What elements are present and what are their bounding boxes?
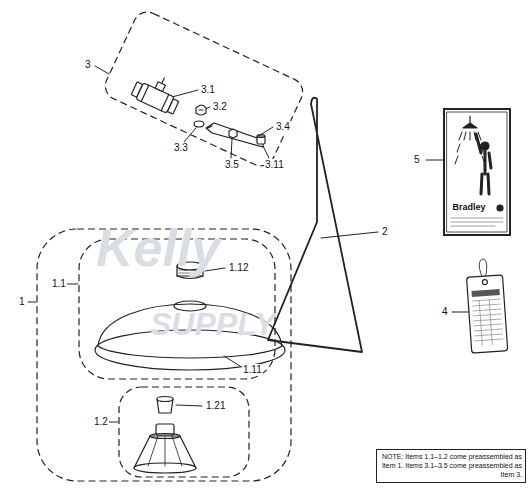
callout-number: 3	[84, 59, 92, 71]
text-anchor: 4	[441, 306, 449, 318]
text-anchor: 1.1	[51, 278, 67, 290]
note-text: NOTE: Items 1.1–1.2 come preassembled as…	[380, 452, 522, 479]
callout-number: 4	[441, 306, 449, 318]
pull-rod	[268, 98, 362, 352]
text-anchor: 2	[381, 226, 389, 238]
safety-sign	[447, 112, 507, 232]
callout-number: 1.11	[242, 364, 263, 376]
bracket	[206, 123, 263, 147]
note-box: NOTE: Items 1.1–1.2 come preassembled as…	[376, 449, 526, 483]
callout-number: 1.2	[93, 416, 109, 428]
text-anchor: 3.11	[264, 159, 285, 171]
watermark: Kelly	[96, 222, 220, 274]
callout-number: 3.4	[275, 121, 291, 133]
callout-number: 3.3	[173, 142, 189, 154]
text-anchor: Kelly	[96, 222, 220, 274]
text-anchor: 1	[18, 296, 26, 308]
callout-number: 1.21	[205, 400, 226, 412]
brand-name: Bradley	[443, 202, 495, 213]
group-outline	[119, 387, 249, 477]
text-anchor: 1.2	[93, 416, 109, 428]
callout-number: 1	[18, 296, 26, 308]
o-ring	[194, 121, 204, 127]
text-anchor: NOTE: Items 1.1–1.2 come preassembled as…	[380, 452, 522, 479]
group-outline	[101, 8, 307, 171]
node-outline	[118, 386, 250, 478]
nut	[229, 129, 237, 138]
text-anchor: 3.5	[224, 159, 240, 171]
text-anchor: 3.4	[275, 121, 291, 133]
shower-head	[134, 424, 196, 473]
text-anchor: Bradley	[443, 202, 495, 213]
box-outline	[444, 109, 510, 235]
text-anchor: 3	[84, 59, 92, 71]
inspection-tag	[465, 258, 507, 353]
callout-number: 3.5	[224, 159, 240, 171]
leader-lines	[28, 66, 469, 422]
text-anchor: 1.11	[242, 364, 263, 376]
fitting	[257, 135, 265, 145]
callout-number: 1.12	[228, 262, 249, 274]
node-outline	[443, 108, 511, 236]
assembly-group: 1.2	[118, 386, 250, 478]
callout-number: 3.2	[212, 101, 228, 113]
text-anchor: 1.21	[205, 400, 226, 412]
callout-number: 2	[381, 226, 389, 238]
text-anchor: 3.3	[173, 142, 189, 154]
box-outline	[377, 450, 526, 483]
flow-cup	[157, 397, 173, 414]
ball-valve	[130, 68, 185, 116]
text-anchor: 3.1	[200, 84, 216, 96]
shower-dome	[95, 301, 285, 370]
watermark: SUPPLY	[150, 308, 276, 340]
text-anchor: 1.12	[228, 262, 249, 274]
text-anchor: 3.2	[212, 101, 228, 113]
text-anchor: 5	[413, 154, 421, 166]
safety-sign: 5Bradley	[443, 108, 511, 236]
text-anchor: SUPPLY	[150, 308, 276, 340]
clamp	[196, 105, 206, 115]
callout-number: 3.11	[264, 159, 285, 171]
callout-number: 1.1	[51, 278, 67, 290]
callout-number: 3.1	[200, 84, 216, 96]
callout-number: 5	[413, 154, 421, 166]
